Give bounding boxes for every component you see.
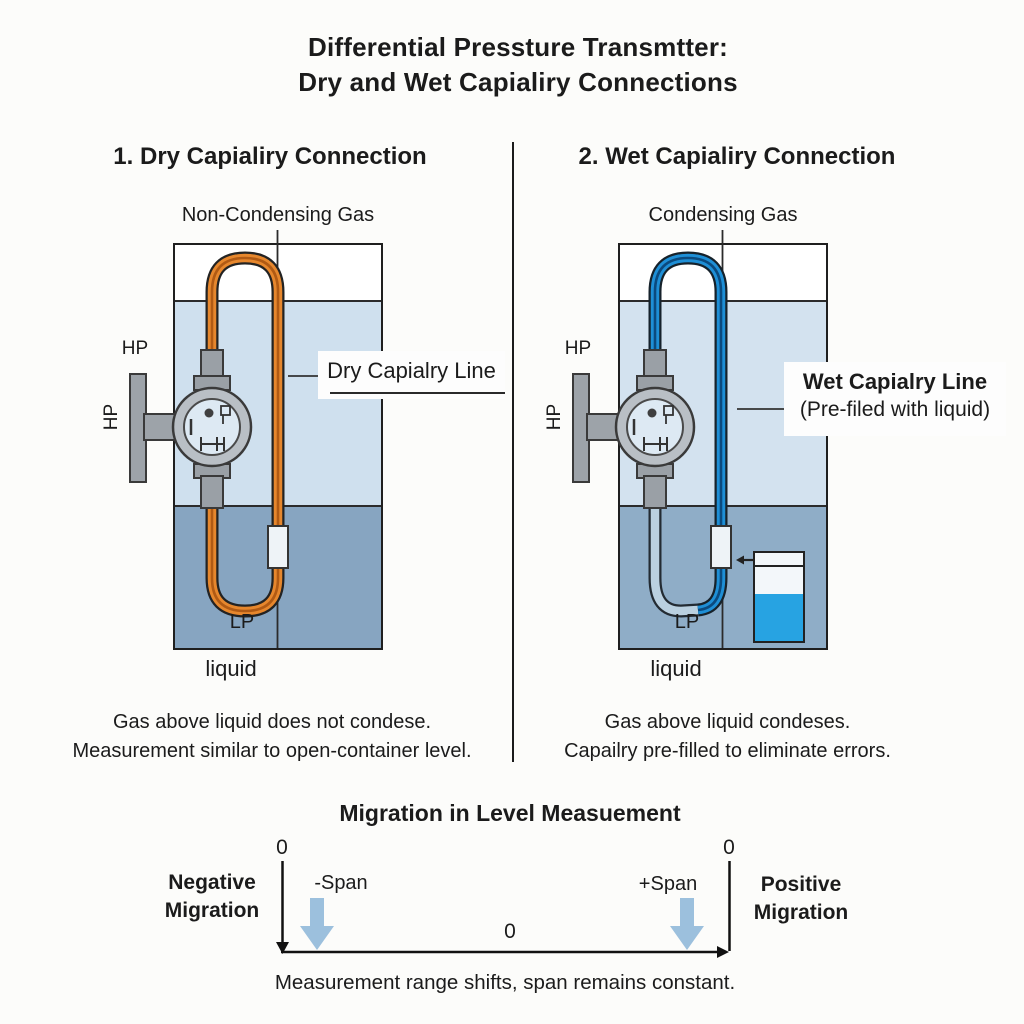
gas-label-wet: Condensing Gas: [648, 204, 798, 226]
transmitter-wet: [572, 349, 696, 509]
plus-span-arrow-icon: [670, 898, 704, 950]
dry-capillary-tube: [205, 251, 285, 618]
liquid-label-wet: liquid: [650, 656, 702, 681]
liquid-label-dry: liquid: [205, 656, 257, 681]
page-title: Differential Pressture Transmtter: Dry a…: [212, 30, 824, 100]
transmitter-wet-dot-mark: [647, 408, 657, 418]
wet-capillary-tube-empty-segment: [648, 492, 699, 618]
caption-wet: Gas above liquid condeses. Capailry pre-…: [520, 708, 935, 766]
hp-side-label-dry: HP: [101, 403, 122, 431]
capillary-connector-dry: [267, 525, 289, 569]
transmitter-wet-ih-mark: [643, 437, 668, 451]
transmitter-dry-ih-mark: [200, 437, 225, 451]
transmitter-wet-bottom-port: [643, 475, 667, 509]
caption-wet-line2: Capailry pre-filled to eliminate errors.: [564, 740, 891, 762]
migration-axis: [276, 861, 731, 958]
positive-migration-label: Positive Migration: [753, 873, 849, 924]
heading-wet: 2. Wet Capialiry Connection: [578, 143, 896, 170]
lp-label-dry: LP: [229, 611, 255, 633]
minus-span-arrow-icon: [300, 898, 334, 950]
capillary-label-wet-line2: (Pre-filed with liquid): [799, 398, 991, 421]
capillary-label-dry-text: Dry Capialry Line: [327, 358, 496, 383]
transmitter-wet-flag-mark: [663, 405, 674, 416]
beaker-rim: [755, 565, 803, 567]
hp-side-label-wet: HP: [544, 403, 565, 431]
transmitter-dry-face: [183, 398, 241, 456]
caption-dry: Gas above liquid does not condese. Measu…: [35, 708, 509, 766]
negative-migration-label: Negative Migration: [164, 871, 260, 922]
capillary-label-dry-underline: [330, 392, 505, 394]
transmitter-dry: [129, 349, 253, 509]
hp-top-label-dry: HP: [121, 338, 149, 359]
migration-caption: Measurement range shifts, span remains c…: [274, 971, 736, 994]
axis-right-arrowhead: [717, 946, 729, 958]
transmitter-wet-arm: [586, 413, 620, 441]
caption-dry-line1: Gas above liquid does not condese.: [113, 711, 431, 733]
lp-label-wet: LP: [674, 611, 700, 633]
heading-dry: 1. Dry Capialiry Connection: [113, 143, 427, 170]
minus-span-label: -Span: [314, 872, 368, 894]
hp-top-label-wet: HP: [564, 338, 592, 359]
page-title-line1: Differential Pressture Transmtter:: [307, 32, 729, 62]
beaker: [753, 551, 805, 643]
panel-divider: [512, 142, 514, 762]
transmitter-dry-dot-mark: [204, 408, 214, 418]
wet-capillary-tube-filled-segment: [648, 251, 728, 617]
gas-label-dry: Non-Condensing Gas: [181, 204, 375, 226]
capillary-label-wet-line1: Wet Capialry Line: [802, 369, 988, 394]
caption-wet-line1: Gas above liquid condeses.: [604, 711, 851, 733]
transmitter-dry-flag-mark: [220, 405, 231, 416]
migration-title: Migration in Level Measuement: [339, 800, 681, 826]
plus-span-label: +Span: [638, 873, 698, 895]
migration-zero-center: 0: [504, 920, 516, 943]
caption-dry-line2: Measurement similar to open-container le…: [72, 740, 472, 762]
capillary-connector-wet: [710, 525, 732, 569]
transmitter-dry-arm: [143, 413, 177, 441]
capillary-label-dry: Dry Capialry Line: [318, 351, 505, 399]
page-title-line2: Dry and Wet Capialiry Connections: [298, 67, 738, 97]
migration-zero-left: 0: [276, 836, 288, 859]
migration-zero-right: 0: [723, 836, 735, 859]
transmitter-dry-bottom-port: [200, 475, 224, 509]
capillary-label-wet: Wet Capialry Line (Pre-filed with liquid…: [784, 362, 1006, 436]
beaker-arrow-icon: [736, 555, 753, 565]
beaker-liquid: [755, 594, 803, 641]
axis-down-arrowhead: [276, 942, 289, 954]
transmitter-wet-face: [626, 398, 684, 456]
